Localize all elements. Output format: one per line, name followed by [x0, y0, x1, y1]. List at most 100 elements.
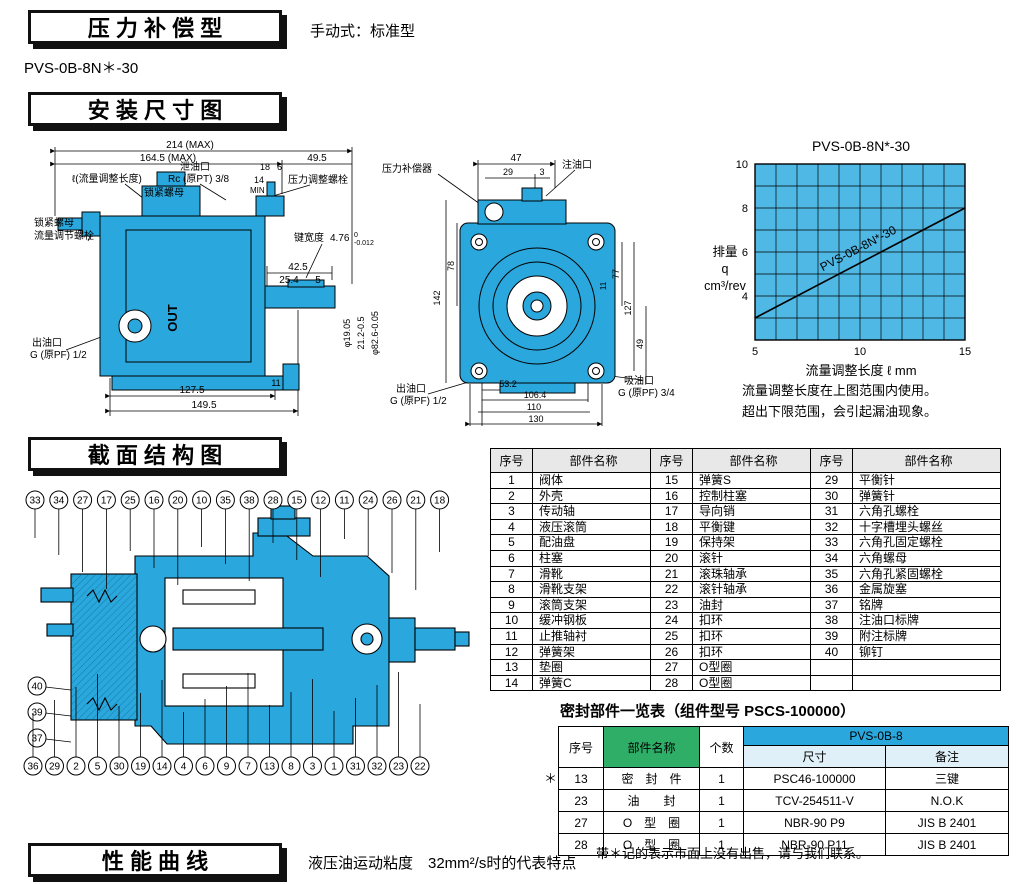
- part-name: 控制柱塞: [692, 487, 811, 505]
- callout-circle-40: [27, 676, 47, 696]
- callout-circle-34: [49, 490, 69, 510]
- part-number: 36: [810, 581, 853, 598]
- callout-circle-7: [238, 756, 258, 776]
- part-name: 油封: [692, 596, 811, 614]
- part-name: 外壳: [532, 487, 651, 505]
- callout-number-22: 22: [414, 762, 426, 773]
- part-name: 滑靴支架: [532, 581, 651, 598]
- part-number: 35: [810, 565, 853, 583]
- part-name: 十字槽埋头螺丝: [852, 518, 1001, 536]
- dim-label: 锁紧螺母: [144, 186, 184, 199]
- callout-circle-1: [324, 756, 344, 776]
- callout-number-2: 2: [73, 762, 79, 773]
- callout-number-17: 17: [101, 496, 113, 507]
- dim-label: 164.5 (MAX): [140, 153, 196, 164]
- callout-circle-3: [303, 756, 322, 776]
- part-name: 柱塞: [532, 549, 651, 567]
- y-tick: 10: [736, 159, 748, 171]
- y-label-line: q: [721, 261, 729, 276]
- dim-label: 78: [446, 261, 456, 271]
- seal-qty: 1: [699, 767, 744, 790]
- part-number: 16: [650, 487, 693, 505]
- dim-label: 压力调整螺栓: [288, 173, 348, 186]
- part-name: 导向销: [692, 503, 811, 520]
- plot-frame: [754, 163, 966, 341]
- callout-circle-28: [263, 490, 283, 510]
- callout-circle-25: [120, 490, 140, 510]
- callout-number-6: 6: [202, 762, 208, 773]
- callout-number-40: 40: [31, 682, 43, 693]
- y-label-line: cm³/rev: [704, 278, 746, 293]
- part-number: 38: [810, 612, 853, 629]
- dim-label: 压力补偿器: [382, 162, 432, 175]
- dim-label: 25.4: [279, 275, 299, 286]
- part-name: 六角螺母: [852, 549, 1001, 567]
- callout-circle-6: [195, 756, 215, 776]
- part-name: 滚针: [692, 549, 811, 567]
- part-name: 扣环: [692, 612, 811, 629]
- dim-label: 6: [277, 162, 282, 172]
- part-number: 27: [650, 659, 693, 676]
- callout-circle-10: [192, 490, 212, 510]
- seal-header-qty: 个数: [699, 726, 744, 768]
- callout-circle-17: [96, 490, 116, 510]
- seal-header-no: 序号: [558, 726, 604, 768]
- dim-label: 11: [271, 378, 280, 388]
- dim-label: 0: [354, 232, 358, 239]
- callout-circle-22: [410, 756, 430, 776]
- chart-y-axis-label: 排量 q cm³/rev: [700, 244, 750, 295]
- section-title-pressure-compensated: 压 力 补 偿 型: [28, 10, 282, 44]
- subtitle-manual-standard: 手动式：标准型: [310, 23, 416, 40]
- part-name: 保持架: [692, 534, 811, 551]
- part-name: [852, 659, 1001, 676]
- section-title-performance-curve: 性 能 曲 线: [28, 843, 282, 877]
- part-name: 附注标牌: [852, 627, 1001, 645]
- dim-label: 21.2-0.5: [356, 316, 366, 349]
- callout-circle-30: [109, 756, 129, 776]
- part-number: 22: [650, 581, 693, 598]
- callout-circle-19: [131, 756, 150, 776]
- pump-cross-section: [40, 505, 470, 745]
- part-number: [810, 674, 853, 692]
- part-number: 39: [810, 627, 853, 645]
- dim-label: 49.5: [307, 153, 327, 164]
- part-number: 18: [650, 518, 693, 536]
- callout-number-28: 28: [267, 496, 279, 507]
- callout-circle-11: [334, 490, 354, 510]
- chart-note-line: 超出下限范围，会引起漏油现象。: [742, 404, 938, 420]
- callout-number-23: 23: [393, 762, 405, 773]
- series-line: [754, 207, 966, 319]
- dim-label: 出油口: [32, 336, 62, 349]
- dim-label: 3: [539, 167, 544, 177]
- part-number: 23: [650, 596, 693, 614]
- part-number: 30: [810, 487, 853, 505]
- callout-number-4: 4: [181, 762, 187, 773]
- x-tick: 15: [959, 346, 971, 358]
- callout-circle-31: [346, 756, 365, 776]
- seal-table-title: 密封部件一览表（组件型号 PSCS-100000）: [560, 703, 856, 720]
- part-name: 平衡针: [852, 472, 1001, 489]
- dim-label: 18: [260, 162, 270, 172]
- part-number: 20: [650, 549, 693, 567]
- callout-number-34: 34: [53, 496, 65, 507]
- callout-number-5: 5: [95, 762, 101, 773]
- part-name: O型圈: [692, 659, 811, 676]
- part-number: 32: [810, 518, 853, 536]
- y-tick: 8: [742, 203, 748, 215]
- part-name: 滚筒支架: [532, 596, 651, 614]
- callout-circle-8: [281, 756, 301, 776]
- callout-number-30: 30: [113, 762, 125, 773]
- performance-viscosity-note: 液压油运动粘度 32mm²/s时的代表特点: [308, 855, 577, 872]
- callout-number-11: 11: [339, 496, 350, 507]
- callout-circle-33: [25, 490, 45, 510]
- callout-circle-4: [174, 756, 193, 776]
- part-name: 扣环: [692, 643, 811, 661]
- dim-label: 142: [432, 290, 442, 305]
- y-label-line: 排量: [712, 245, 738, 259]
